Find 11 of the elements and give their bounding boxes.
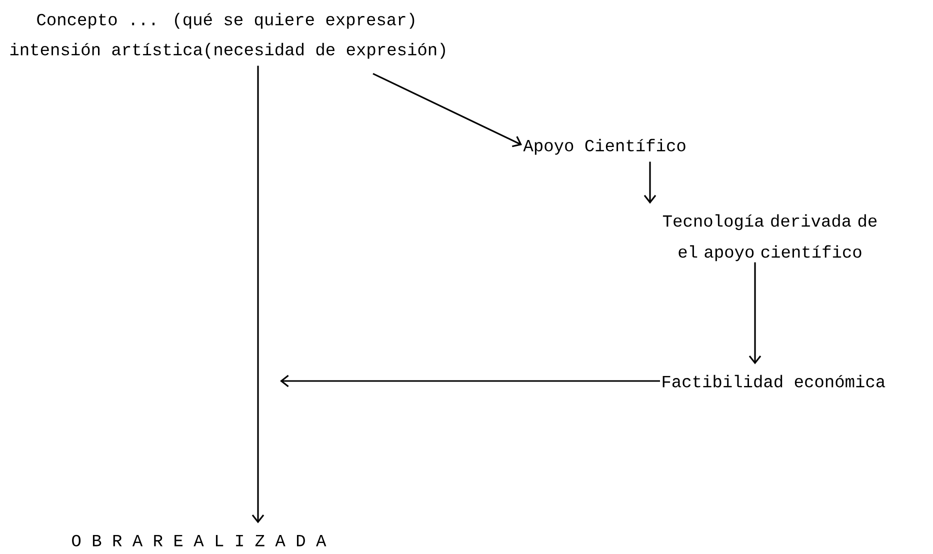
- arrow: [280, 374, 660, 388]
- step-text: Apoyo Científico: [523, 138, 686, 155]
- step-text: Tecnología derivada de el apoyo científico: [662, 214, 877, 262]
- arrow: [372, 72, 522, 148]
- step-text: intensión artística(necesidad de expresión): [10, 42, 445, 59]
- step-text: Factibilidad económica: [662, 374, 886, 388]
- result-text: O B R A R E A L I Z A D A: [72, 534, 326, 546]
- arrow: [644, 162, 656, 204]
- step-text: Concepto ... (qué se quiere expresar): [37, 12, 414, 29]
- arrow: [252, 66, 264, 524]
- arrow: [748, 262, 762, 364]
